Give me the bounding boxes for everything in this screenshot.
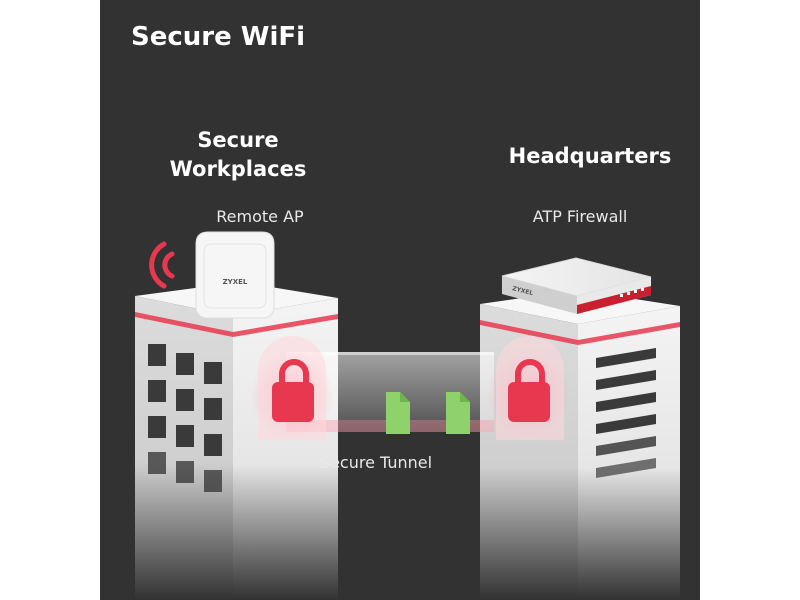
scene: ZYXEL ZYXEL — [135, 231, 680, 600]
secure-tunnel-label: Secure Tunnel — [319, 453, 433, 472]
firewall-brand-logo: ZYXEL — [512, 285, 534, 297]
building-windows — [148, 344, 222, 492]
access-point-icon: ZYXEL — [195, 231, 275, 319]
remote-ap-label: Remote AP — [216, 207, 304, 226]
wifi-signal-icon — [149, 241, 175, 289]
page-title: Secure WiFi — [131, 22, 306, 52]
headquarters-building — [480, 290, 680, 600]
atp-firewall-label: ATP Firewall — [532, 207, 628, 226]
file-icon — [386, 392, 470, 434]
workplace-title: Secure Workplaces — [138, 126, 338, 184]
building-vents — [596, 348, 656, 478]
diagram-panel: ZYXEL ZYXEL Secure WiFi Secure Workplace… — [100, 0, 700, 600]
workplace-title-text: Secure Workplaces — [169, 128, 307, 181]
ap-brand-logo: ZYXEL — [223, 278, 248, 286]
firewall-icon: ZYXEL — [501, 257, 652, 314]
workplace-building — [135, 282, 338, 600]
padlock-icon — [486, 336, 570, 440]
headquarters-title: Headquarters — [508, 144, 672, 168]
padlock-icon — [250, 336, 334, 440]
